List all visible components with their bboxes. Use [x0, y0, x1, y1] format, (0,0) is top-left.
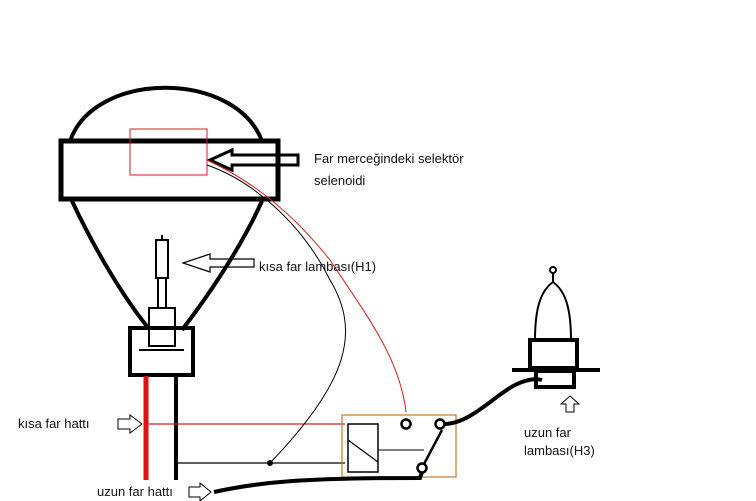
h3-bulb-label-line2: lambası(H3): [524, 443, 595, 458]
reflector-right-side: [180, 200, 264, 332]
solenoid-black-wire: [206, 164, 347, 464]
h3-output-wire: [443, 377, 543, 426]
h3-bulb-tip-knob: [549, 266, 557, 274]
lens-housing: [58, 138, 281, 202]
h3-bulb-glass: [533, 280, 573, 341]
reflector-left-side: [70, 200, 152, 332]
low-beam-line-arrow-icon: [117, 414, 143, 434]
relay-coil: [347, 423, 379, 473]
selector-solenoid: [129, 128, 208, 176]
h3-bulb-label-line1: uzun far: [524, 425, 571, 440]
high-beam-line-arrow-icon: [188, 481, 212, 501]
h3-bulb-base: [534, 369, 576, 389]
h3-bulb-arrow-icon: [559, 395, 581, 413]
solenoid-red-wire: [206, 159, 407, 413]
h1-bulb-top: [155, 239, 169, 279]
headlight-dome: [68, 85, 264, 142]
wire-junction: [267, 460, 273, 466]
relay-contact-1: [400, 418, 412, 430]
relay-coil-diagonal: [347, 439, 379, 463]
solenoid-arrow-icon: [206, 147, 300, 173]
selector-label-line2: selenoidi: [314, 173, 366, 188]
relay-contact-3: [416, 462, 428, 474]
relay-switch-arm: [422, 429, 444, 465]
selector-label-line1: Far merceğindeki selektör: [314, 151, 464, 166]
relay-contact-2: [434, 418, 446, 430]
high-beam-line-label: uzun far hattı: [97, 484, 173, 499]
h1-bulb-arrow-icon: [181, 253, 255, 273]
high-beam-bottom-wire: [213, 471, 424, 494]
h1-bulb-stem: [157, 277, 167, 309]
low-beam-line-label: kısa far hattı: [18, 416, 90, 431]
h1-bulb-label: kısa far lambası(H1): [259, 259, 377, 274]
bulb-socket: [128, 326, 195, 377]
h3-bulb-neck: [528, 338, 579, 370]
